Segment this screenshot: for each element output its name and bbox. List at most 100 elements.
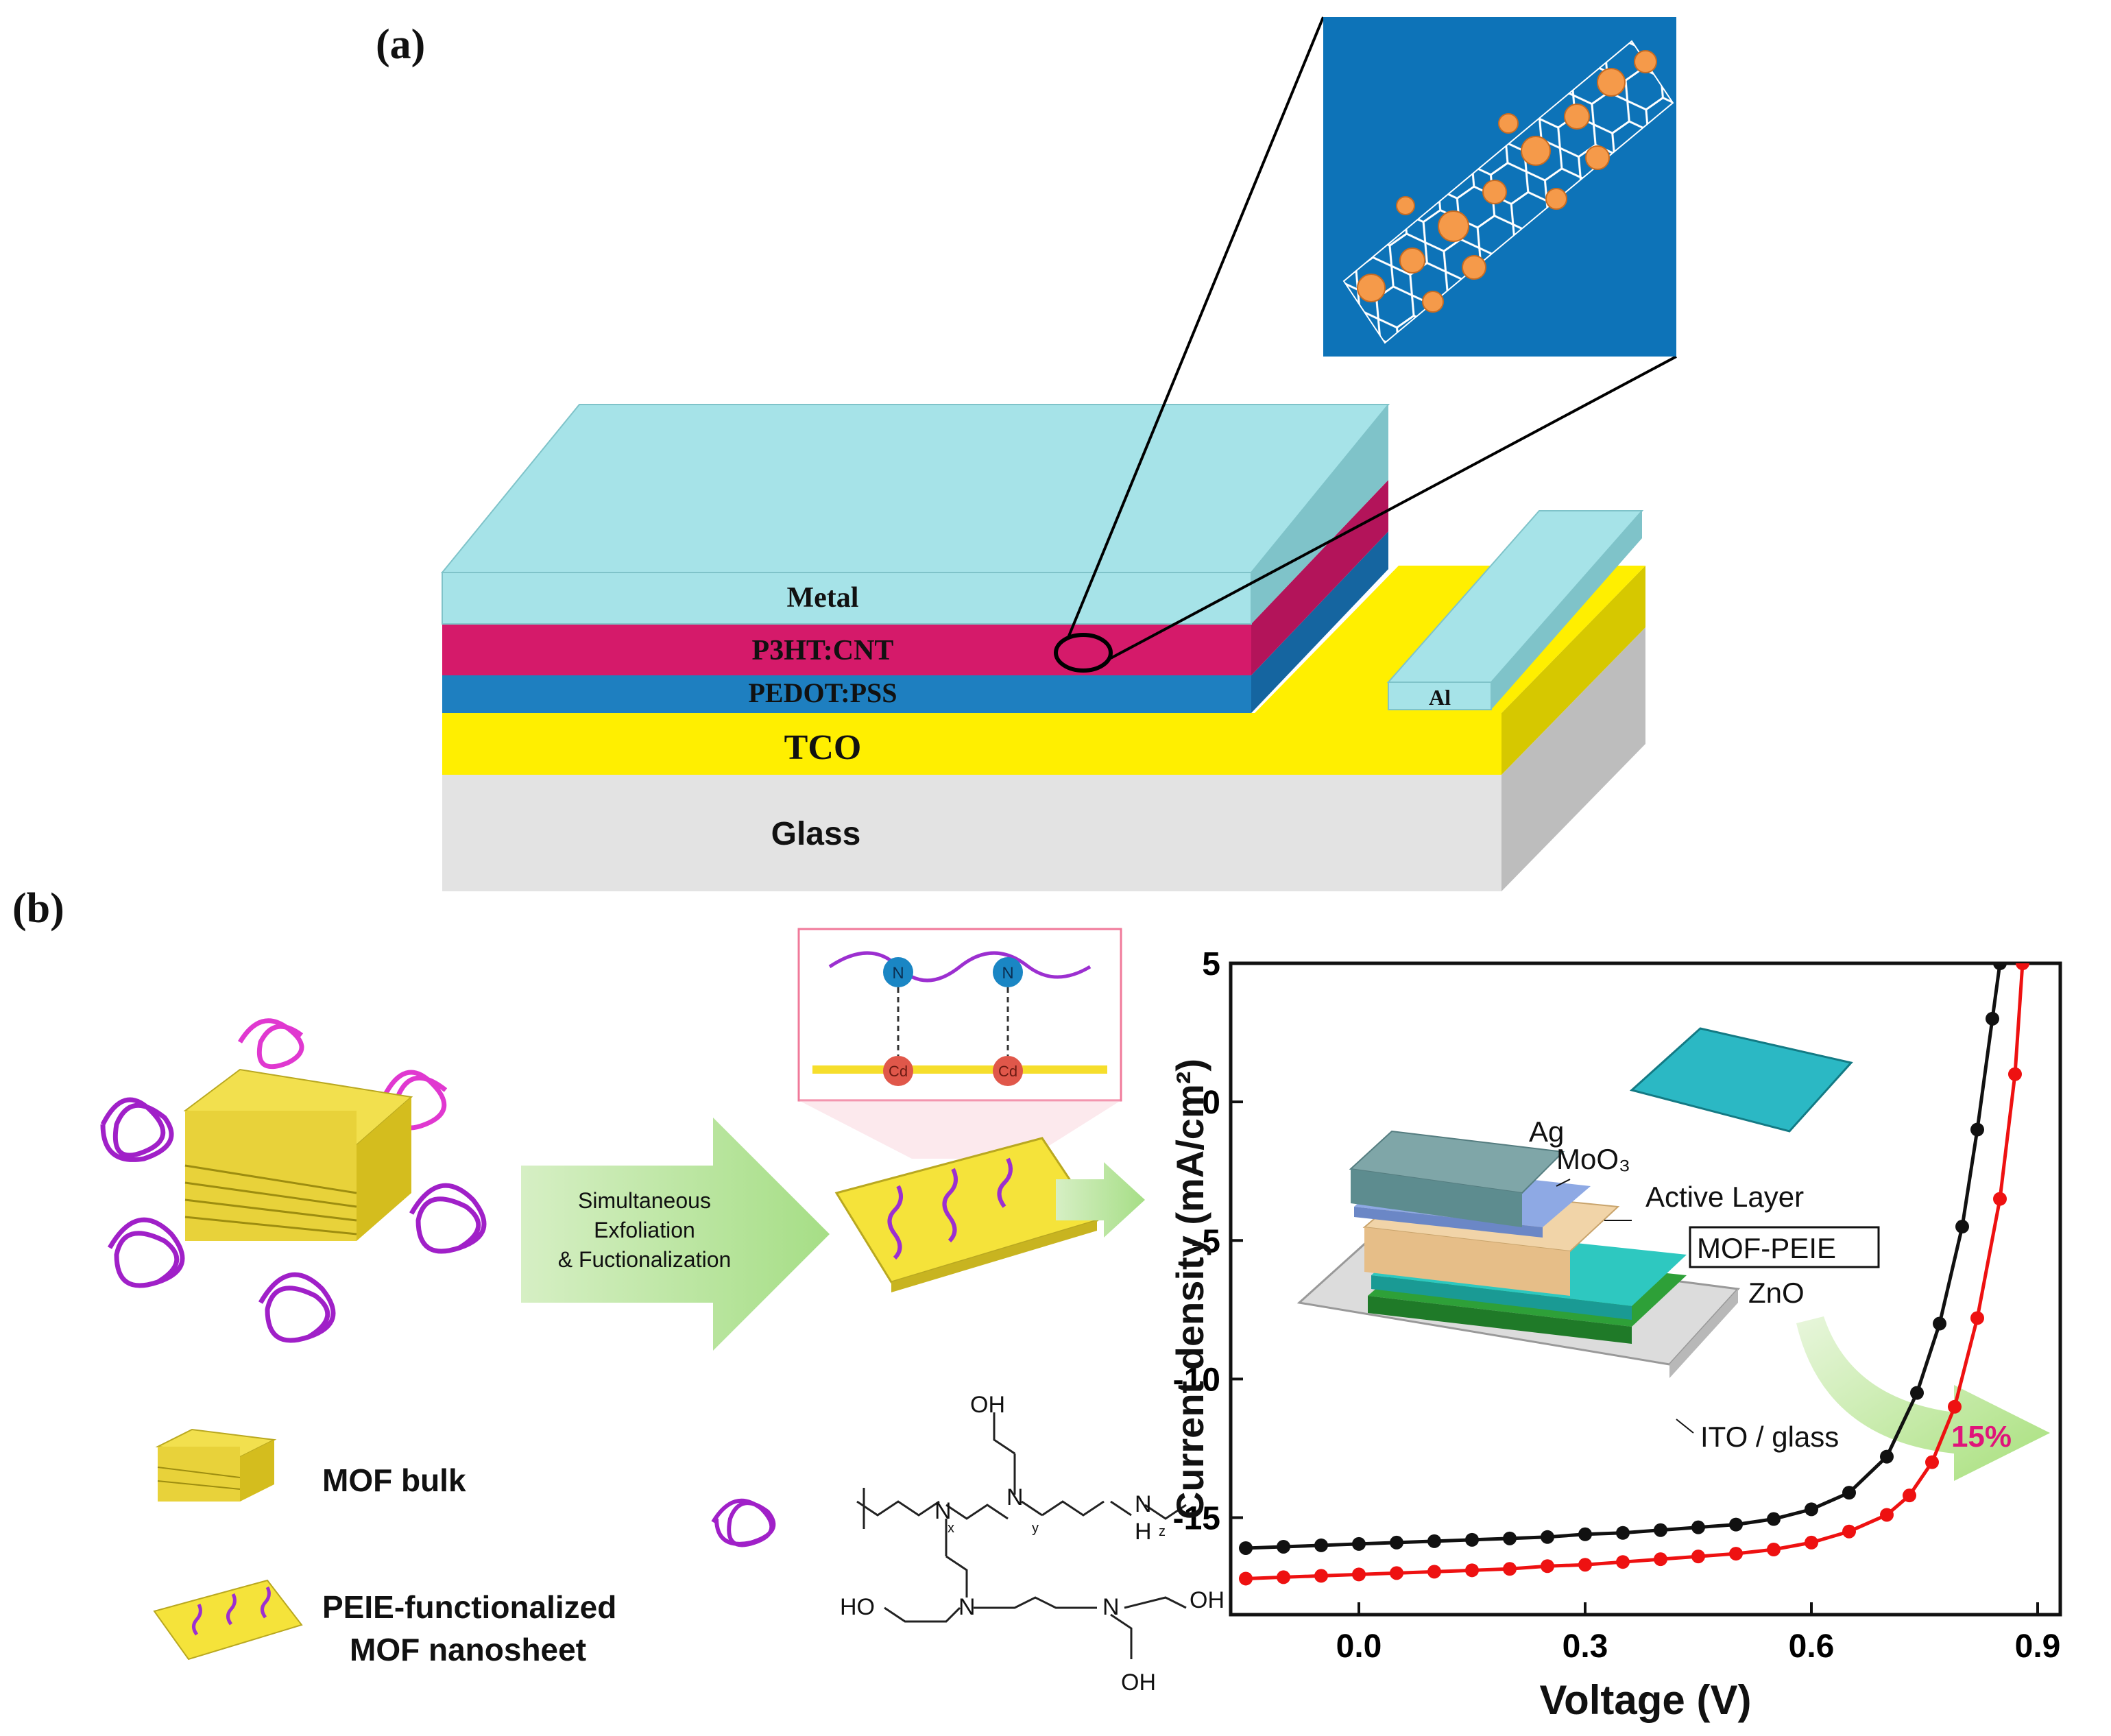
series-1-point <box>1970 1311 1984 1325</box>
series-1-point <box>1314 1569 1328 1583</box>
cnt-inset <box>1323 17 1676 357</box>
series-1-point <box>2016 963 2029 970</box>
series-1-point <box>1903 1488 1916 1503</box>
series-1-point <box>1352 1567 1366 1582</box>
panel-b-label: (b) <box>12 885 64 932</box>
layer-label-metal: Metal <box>787 582 859 614</box>
layer-label-pedot: PEDOT:PSS <box>748 677 897 708</box>
series-0-point <box>1970 1122 1984 1137</box>
al-electrode <box>1386 510 1644 710</box>
legend-nanosheet-label-2: MOF nanosheet <box>350 1632 586 1667</box>
series-1-point <box>1993 1192 2007 1206</box>
atom-n-2: N <box>1002 964 1013 982</box>
mof-bulk-stack-icon <box>183 1068 413 1241</box>
series-1-point <box>1578 1558 1592 1572</box>
series-0-point <box>1541 1530 1554 1544</box>
series-0-point <box>1503 1531 1517 1545</box>
series-0-point <box>1390 1535 1403 1550</box>
series-1-point <box>1691 1550 1705 1564</box>
layer-label-al: Al <box>1429 685 1451 710</box>
n-4: N <box>958 1594 976 1620</box>
series-1-point <box>1503 1562 1517 1576</box>
series-0-point <box>1239 1541 1253 1555</box>
legend-bulk-label: MOF bulk <box>322 1462 466 1498</box>
series-1-point <box>1541 1559 1554 1574</box>
label-ito-glass: ITO / glass <box>1700 1421 1839 1453</box>
device-inset: Ag MoO₃ Active Layer MOF-PEIE ZnO ITO / … <box>1296 1027 1880 1453</box>
atom-cd-2: Cd <box>998 1063 1017 1080</box>
series-0-point <box>1427 1534 1441 1548</box>
series-0-point <box>1993 963 2007 970</box>
layer-label-glass: Glass <box>771 816 861 852</box>
oh-bottom: OH <box>1121 1669 1156 1696</box>
series-0-point <box>1691 1520 1705 1534</box>
series-1-point <box>1654 1552 1667 1567</box>
oh-right: OH <box>1190 1587 1225 1613</box>
legend-nanosheet-label-1: PEIE-functionalized <box>322 1589 616 1625</box>
layer-label-tco: TCO <box>784 728 862 767</box>
oh-top: OH <box>970 1392 1005 1418</box>
arrow-text-3: & Fuctionalization <box>558 1247 732 1272</box>
zoom-callout <box>1054 16 1677 673</box>
atom-cd-1: Cd <box>889 1063 908 1080</box>
series-0-point <box>1729 1517 1743 1532</box>
peie-coil-legend-icon <box>711 1498 776 1547</box>
glass-layer <box>442 627 1645 891</box>
arrow-text-2: Exfoliation <box>594 1218 695 1242</box>
series-0-point <box>1616 1526 1630 1540</box>
y-tick-label: -10 <box>1173 1362 1220 1398</box>
pedot-layer <box>442 531 1388 713</box>
series-0-point <box>1842 1486 1856 1500</box>
arrow-text-1: Simultaneous <box>578 1188 711 1213</box>
series-1-point <box>1616 1555 1630 1569</box>
x-tick-label: 0.9 <box>2015 1628 2061 1665</box>
series-layer <box>1239 963 2029 1586</box>
h-1: H <box>1135 1519 1152 1545</box>
x-tick-label: 0.3 <box>1563 1628 1608 1665</box>
series-0-point <box>1933 1316 1946 1331</box>
y-tick-label: 5 <box>1202 946 1220 982</box>
series-0-point <box>1277 1539 1290 1554</box>
ho-left: HO <box>840 1594 875 1620</box>
x-axis-label: Voltage (V) <box>1540 1677 1752 1723</box>
improvement-arrow: 15% <box>1796 1316 2050 1481</box>
series-0-point <box>1986 1011 1999 1026</box>
series-0-point <box>1352 1536 1366 1551</box>
y-tick-label: 0 <box>1202 1085 1220 1121</box>
mof-bulk-with-peie <box>100 1018 487 1343</box>
y-sub: y <box>1032 1521 1039 1536</box>
improvement-label: 15% <box>1951 1420 2012 1454</box>
series-0-point <box>1880 1449 1894 1464</box>
y-tick-label: -15 <box>1173 1501 1220 1537</box>
device-photo-icon <box>1629 1027 1853 1133</box>
metal-layer <box>440 404 1390 625</box>
label-ag: Ag <box>1529 1116 1564 1148</box>
n-5: N <box>1102 1594 1120 1620</box>
x-tick-label: 0.6 <box>1789 1628 1835 1665</box>
n-1: N <box>934 1498 952 1524</box>
series-0-point <box>1654 1523 1667 1537</box>
label-zno: ZnO <box>1748 1277 1805 1309</box>
peie-coil-icon <box>100 1097 487 1343</box>
series-1-point <box>2008 1067 2022 1081</box>
series-1-point <box>1842 1524 1856 1539</box>
series-0-point <box>1578 1527 1592 1541</box>
exfoliation-arrow: Simultaneous Exfoliation & Fuctionalizat… <box>521 1118 830 1351</box>
carbon-nanotube-icon <box>1342 40 1674 344</box>
series-0-point <box>1767 1512 1781 1526</box>
series-1-point <box>1880 1508 1894 1522</box>
layer-label-active: P3HT:CNT <box>752 635 894 666</box>
n-3: N <box>1135 1491 1152 1517</box>
series-1-point <box>1390 1566 1403 1580</box>
peie-structure-labels: OH N x N y N H z N N HO OH OH <box>840 1392 1225 1696</box>
peie-structure <box>856 1412 1187 1659</box>
series-1-point <box>1767 1543 1781 1556</box>
label-mof-peie: MOF-PEIE <box>1697 1232 1836 1264</box>
series-1-point <box>1427 1565 1441 1579</box>
series-1-point <box>1925 1455 1939 1469</box>
series-0-point <box>1955 1220 1969 1234</box>
series-0-point <box>1465 1532 1479 1547</box>
